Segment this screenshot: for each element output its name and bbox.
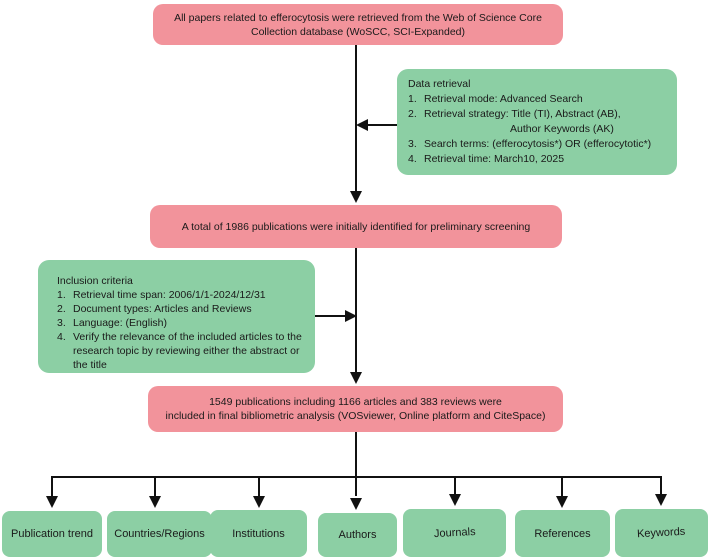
drop-countries-regions bbox=[154, 476, 156, 496]
connector-final-to-bus bbox=[355, 432, 357, 478]
arrowhead-down-keywords bbox=[655, 494, 667, 506]
box-preliminary-screening: A total of 1986 publications were initia… bbox=[150, 205, 562, 248]
output-box-keywords: Keywords bbox=[615, 509, 708, 557]
output-label: Authors bbox=[338, 529, 377, 541]
drop-references bbox=[561, 476, 563, 496]
drop-journals bbox=[454, 476, 456, 496]
drop-keywords bbox=[660, 476, 662, 496]
output-label: References bbox=[534, 527, 591, 540]
arrowhead-down-screening bbox=[350, 191, 362, 203]
connector-inclusion-to-line bbox=[315, 315, 345, 317]
arrowhead-down-references bbox=[556, 496, 568, 508]
output-label: Institutions bbox=[232, 527, 285, 540]
drop-institutions bbox=[258, 476, 260, 496]
inclusion-criteria-item: 1. Retrieval time span: 2006/1/1-2024/12… bbox=[57, 289, 266, 301]
retrieval-source-text: All papers related to efferocytosis were… bbox=[174, 11, 542, 38]
data-retrieval-item: 1. Retrieval mode: Advanced Search bbox=[408, 93, 583, 105]
output-label: Publication trend bbox=[11, 528, 93, 540]
drop-publication-trend bbox=[51, 476, 53, 496]
box-data-retrieval: Data retrieval 1. Retrieval mode: Advanc… bbox=[397, 69, 677, 175]
drop-authors bbox=[355, 476, 357, 496]
box-final-analysis: 1549 publications including 1166 article… bbox=[148, 386, 563, 432]
box-retrieval-source: All papers related to efferocytosis were… bbox=[153, 4, 563, 45]
output-box-countries-regions: Countries/Regions bbox=[107, 511, 212, 557]
inclusion-criteria-item: 4. Verify the relevance of the included … bbox=[57, 331, 302, 371]
output-box-publication-trend: Publication trend bbox=[2, 511, 102, 557]
arrowhead-down-countries-regions bbox=[149, 496, 161, 508]
output-box-journals: Journals bbox=[403, 509, 506, 557]
arrowhead-left-dataretrieval bbox=[356, 119, 368, 131]
data-retrieval-item: 3. Search terms: (efferocytosis*) OR (ef… bbox=[408, 138, 652, 150]
arrowhead-down-authors bbox=[350, 498, 362, 510]
inclusion-criteria-item: 3. Language: (English) bbox=[57, 317, 167, 329]
arrowhead-down-institutions bbox=[253, 496, 265, 508]
output-label: Keywords bbox=[637, 525, 686, 541]
arrowhead-down-journals bbox=[449, 494, 461, 506]
data-retrieval-item: 2. Retrieval strategy: Title (TI), Abstr… bbox=[408, 107, 669, 137]
connector-source-to-screening bbox=[355, 45, 357, 191]
data-retrieval-item: 4. Retrieval time: March10, 2025 bbox=[408, 153, 565, 165]
final-analysis-text: 1549 publications including 1166 article… bbox=[165, 396, 546, 422]
arrowhead-down-publication-trend bbox=[46, 496, 58, 508]
connector-dataretrieval-to-line bbox=[368, 124, 397, 126]
output-box-institutions: Institutions bbox=[210, 510, 307, 557]
arrowhead-down-final bbox=[350, 372, 362, 384]
preliminary-screening-text: A total of 1986 publications were initia… bbox=[181, 220, 531, 233]
output-label: Journals bbox=[433, 525, 476, 541]
output-box-authors: Authors bbox=[318, 513, 397, 557]
arrowhead-right-inclusion bbox=[345, 310, 357, 322]
output-label: Countries/Regions bbox=[114, 528, 205, 540]
box-inclusion-criteria: Inclusion criteria 1. Retrieval time spa… bbox=[38, 260, 315, 373]
data-retrieval-title: Data retrieval bbox=[408, 78, 471, 90]
data-retrieval-item-continuation: Author Keywords (AK) bbox=[510, 123, 614, 135]
inclusion-criteria-item: 2. Document types: Articles and Reviews bbox=[57, 303, 252, 315]
inclusion-criteria-title: Inclusion criteria bbox=[57, 275, 133, 287]
output-box-references: References bbox=[515, 510, 610, 557]
